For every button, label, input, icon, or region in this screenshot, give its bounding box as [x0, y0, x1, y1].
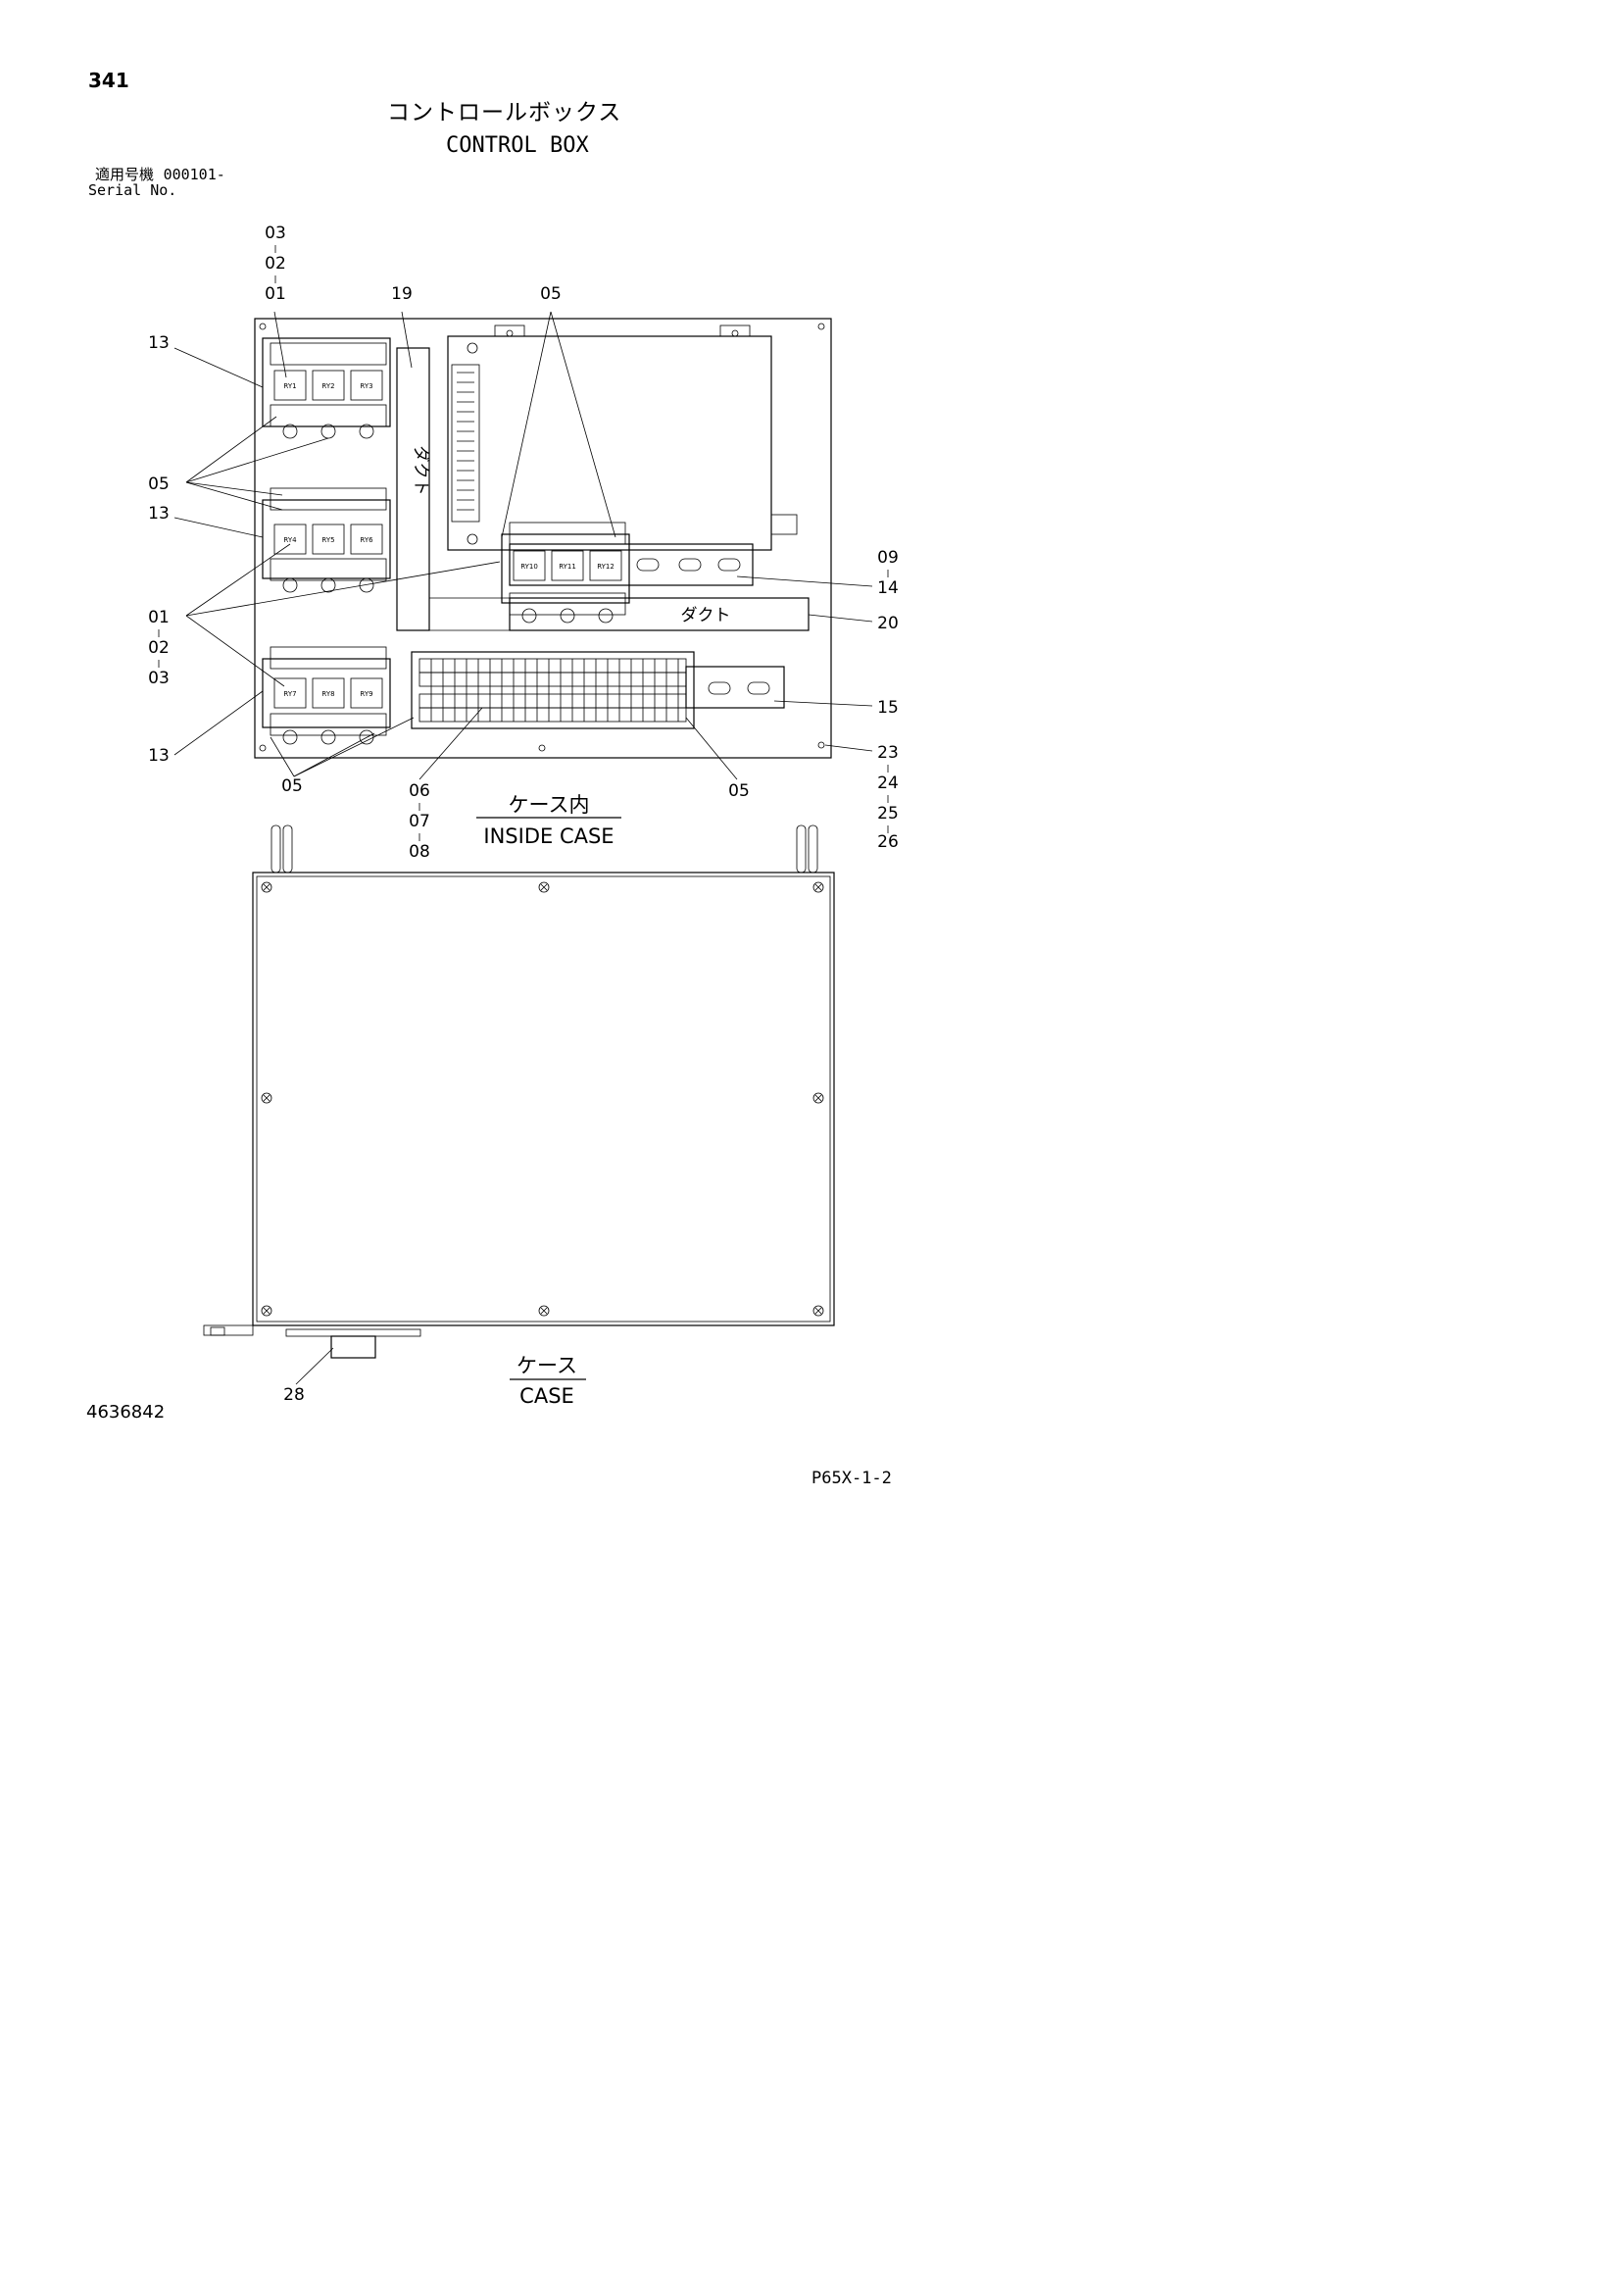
title-japanese: コントロールボックス [387, 100, 622, 125]
callout-label: 06 [409, 781, 430, 801]
relay-group-3: RY7 RY8 RY9 [262, 646, 391, 745]
callout-label: 13 [148, 746, 170, 766]
callout-label: 03 [265, 224, 286, 243]
din-rail-lower [685, 666, 785, 709]
case-screws [261, 881, 824, 1317]
relay-label: RY8 [321, 690, 334, 698]
serial-value: 000101- [163, 166, 225, 183]
drawing-number: 4636842 [86, 1402, 166, 1423]
relay-label: RY7 [283, 690, 296, 698]
relay-group-1: RY1 RY2 RY3 [262, 337, 391, 439]
case-lid [203, 824, 835, 1359]
relay-label: RY4 [283, 536, 297, 544]
serial-label-en: Serial No. [88, 181, 177, 199]
relay-label: RY12 [597, 563, 615, 571]
callout-label: 24 [877, 774, 899, 793]
callout-label: 26 [877, 832, 899, 852]
relay-group-2: RY4 RY5 RY6 [262, 487, 391, 593]
callout-label: 23 [877, 743, 899, 763]
callout-label: 08 [409, 842, 430, 862]
footer-code: P65X-1-2 [812, 1469, 892, 1488]
din-rail-upper [509, 543, 754, 586]
callout-label: 02 [265, 254, 286, 274]
duct-label-horizontal: ダクト [681, 606, 731, 625]
caption-inside-case-en: INSIDE CASE [483, 824, 614, 848]
relay-label: RY2 [321, 382, 334, 390]
relay-group-4: RY10 RY11 RY12 [501, 522, 630, 624]
relay-label: RY3 [360, 382, 372, 390]
callout-label: 13 [148, 333, 170, 353]
callout-label: 13 [148, 504, 170, 524]
relay-label: RY5 [321, 536, 334, 544]
caption-inside-case-jp: ケース内 [509, 793, 590, 817]
callout-label: 03 [148, 669, 170, 688]
caption-case-jp: ケース [516, 1354, 577, 1377]
controller-unit [447, 324, 798, 551]
title-english: CONTROL BOX [446, 133, 589, 158]
callout-label: 05 [540, 284, 562, 304]
control-box-diagram: ダクト ダクト [148, 224, 899, 1408]
callout-label: 07 [409, 812, 430, 831]
callout-label: 28 [283, 1385, 305, 1405]
callout-label: 01 [265, 284, 286, 304]
caption-case: ケース CASE [510, 1354, 586, 1408]
callout-label: 02 [148, 638, 170, 658]
callout-label: 19 [391, 284, 413, 304]
caption-case-en: CASE [519, 1384, 574, 1408]
inside-panel: ダクト ダクト [254, 318, 832, 759]
relay-label: RY11 [559, 563, 576, 571]
callout-label: 09 [877, 548, 899, 568]
serial-line: 適用号機 000101- [95, 168, 225, 182]
caption-inside-case: ケース内 INSIDE CASE [476, 793, 621, 848]
page-number: 341 [88, 69, 129, 92]
vertical-duct: ダクト [396, 347, 510, 631]
callout-label: 01 [148, 608, 170, 627]
callout-label: 20 [877, 614, 899, 633]
callout-label: 14 [877, 578, 899, 598]
relay-label: RY9 [360, 690, 372, 698]
terminal-block [411, 651, 695, 729]
relay-label: RY1 [283, 382, 296, 390]
leader-lines [173, 311, 873, 1385]
duct-label-vertical: ダクト [411, 446, 430, 496]
callout-label: 05 [281, 776, 303, 796]
relay-label: RY10 [520, 563, 538, 571]
callout-label: 05 [148, 474, 170, 494]
callout-label: 15 [877, 698, 899, 718]
callout-label: 25 [877, 804, 899, 824]
relay-label: RY6 [360, 536, 373, 544]
serial-label-jp: 適用号機 [95, 166, 155, 183]
callout-label: 05 [728, 781, 750, 801]
callout-labels: 03 02 01 19 05 13 05 13 01 02 03 13 05 0… [148, 224, 899, 1405]
